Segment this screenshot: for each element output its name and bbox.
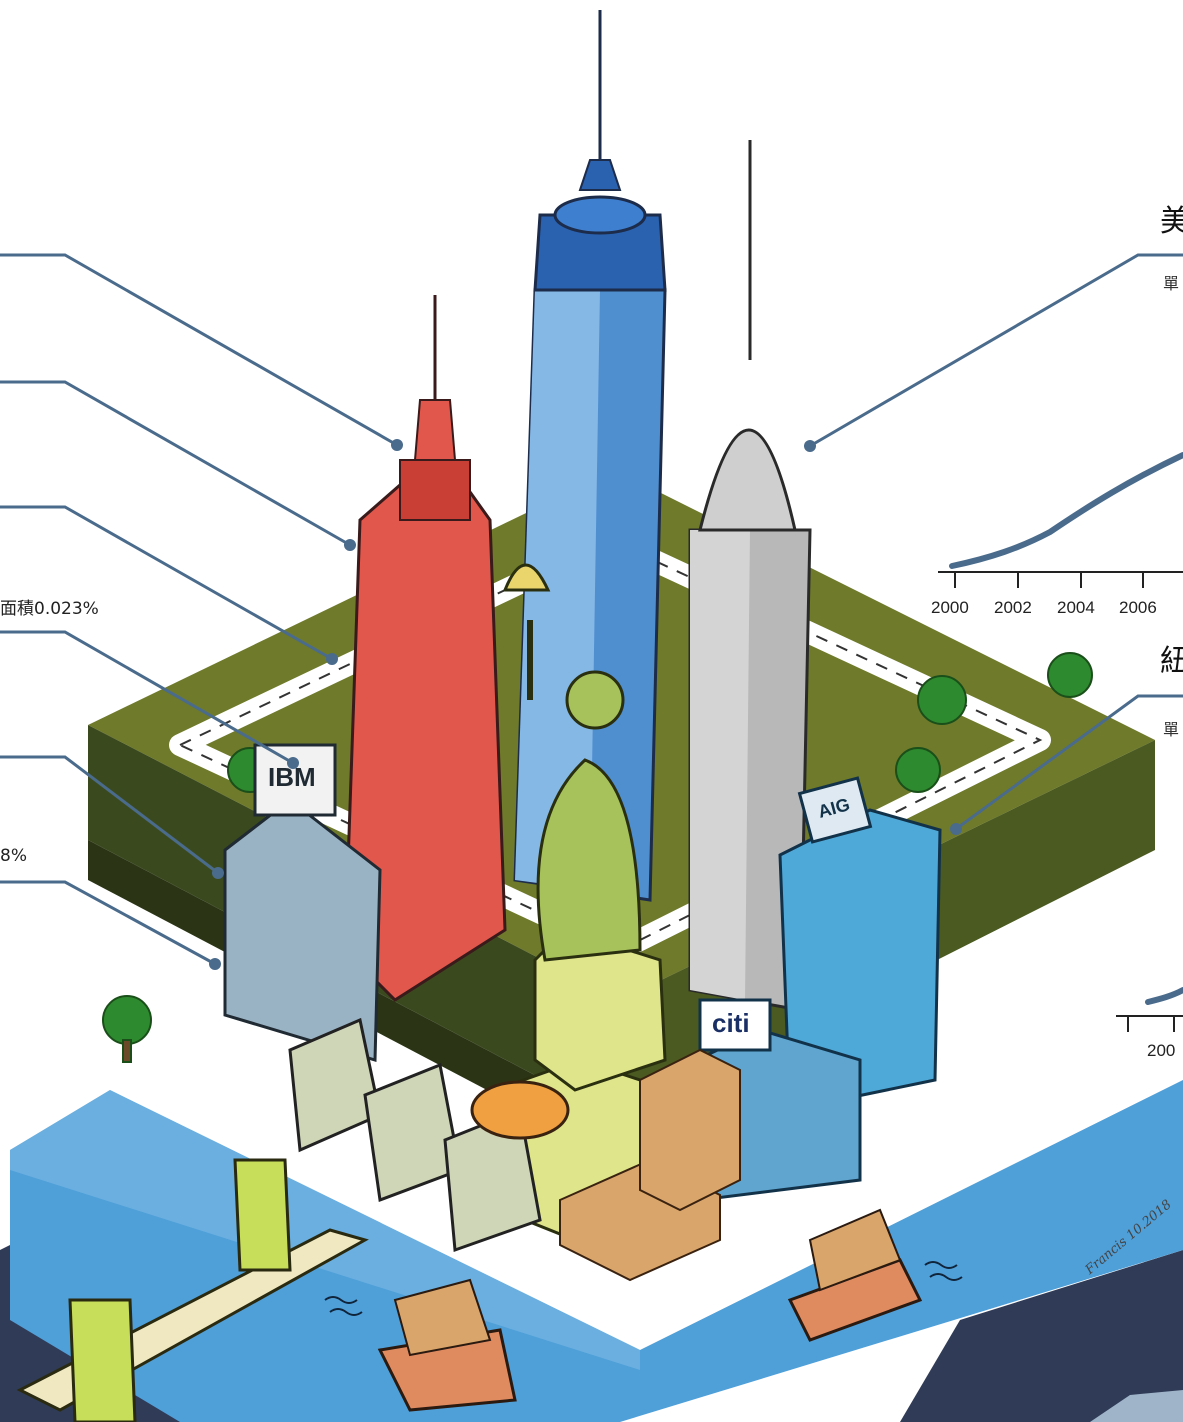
brooklyn-bridge — [16, 1158, 369, 1422]
chrysler-tower — [688, 140, 812, 1012]
leader-line-8 — [955, 694, 1183, 831]
chart-top-tick-2004: 2004 — [1057, 598, 1095, 617]
leader-dots — [209, 439, 962, 970]
leader-line-5 — [0, 755, 219, 875]
percent-annotation: 8% — [0, 846, 27, 866]
leader-line-2 — [0, 380, 351, 547]
charging-bull — [470, 1080, 570, 1140]
chart-top — [938, 452, 1183, 588]
chart-top-unit-fragment: 單 — [1163, 274, 1180, 293]
aig-building — [778, 776, 942, 1112]
leader-line-1 — [0, 253, 398, 447]
container-stacks — [559, 1048, 741, 1282]
one-wtc-tower — [513, 10, 667, 902]
train — [288, 1017, 542, 1253]
ibm-sign: IBM — [268, 762, 316, 792]
leader-line-3 — [0, 505, 333, 661]
chart-top-tick-2000: 2000 — [931, 598, 969, 617]
chart-top-series-line — [949, 452, 1183, 569]
chart-bottom-unit-fragment: 單 — [1163, 720, 1180, 739]
empire-state-tower — [343, 295, 507, 1002]
cargo-ship-right — [787, 1208, 923, 1342]
leader-lines — [0, 253, 1183, 966]
leader-line-7 — [809, 253, 1183, 448]
chart-bottom-title-fragment: 紐 — [1160, 644, 1183, 679]
cargo-ship-left — [377, 1278, 517, 1412]
citi-sign: citi — [712, 1008, 750, 1038]
area-annotation: 面積0.023% — [0, 599, 99, 619]
water — [10, 1080, 1183, 1422]
leader-line-4 — [0, 630, 294, 765]
ibm-building — [223, 743, 382, 1063]
leader-line-6 — [0, 880, 216, 966]
chart-top-tick-2006: 2006 — [1119, 598, 1157, 617]
chart-bottom-tick-fragment: 200 — [1147, 1041, 1176, 1060]
chart-bottom — [1116, 987, 1183, 1032]
chart-top-tick-2002: 2002 — [994, 598, 1032, 617]
water-waves — [324, 1261, 963, 1316]
chart-top-title-fragment: 美 — [1160, 204, 1183, 239]
chart-bottom-series-line — [1145, 987, 1183, 1005]
